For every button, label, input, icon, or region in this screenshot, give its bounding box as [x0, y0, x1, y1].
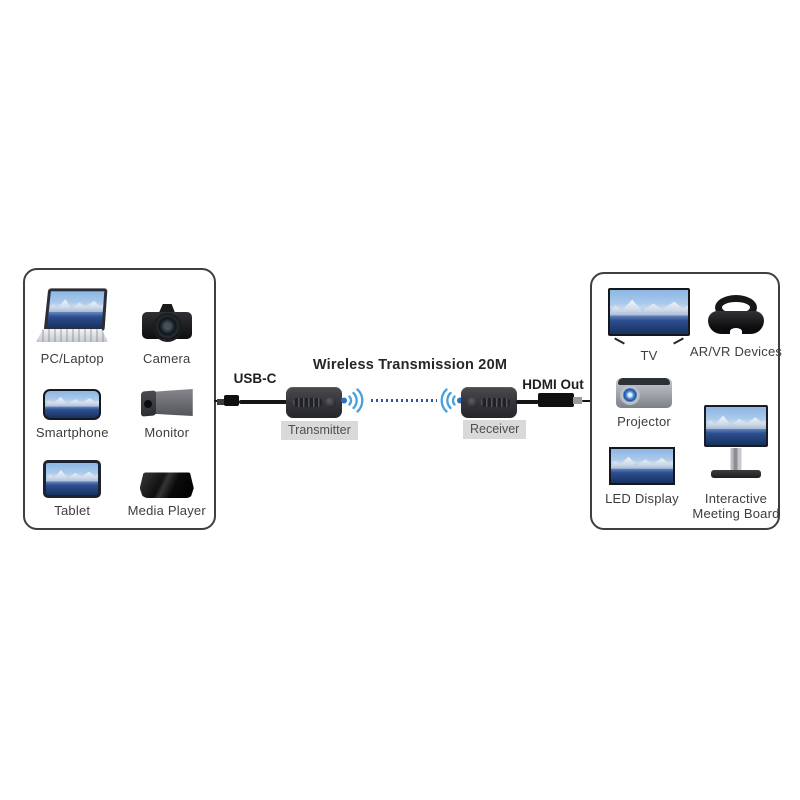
device-pc-laptop: PC/Laptop	[25, 272, 120, 366]
device-ar-vr: AR/VR Devices	[690, 295, 782, 359]
transmitter-device-icon	[286, 387, 342, 418]
device-label: AR/VR Devices	[689, 344, 783, 359]
device-label: TV	[640, 348, 658, 363]
media-player-icon	[139, 472, 194, 498]
device-label: Projector	[617, 414, 671, 429]
device-label: Media Player	[127, 503, 206, 518]
tv-icon	[608, 288, 690, 345]
laptop-icon	[36, 288, 109, 346]
camera-icon	[141, 304, 192, 346]
device-label: Camera	[143, 351, 191, 366]
device-media-player: Media Player	[120, 440, 215, 518]
device-label: Monitor	[144, 425, 190, 440]
device-led-display: LED Display	[600, 447, 684, 506]
device-smartphone: Smartphone	[25, 366, 120, 440]
device-tv: TV	[602, 288, 696, 363]
smartphone-icon	[43, 389, 102, 420]
device-label: PC/Laptop	[40, 351, 104, 366]
transmitter-cable	[239, 400, 287, 404]
hdmi-plug-tip-icon	[573, 397, 582, 404]
device-monitor: Monitor	[120, 366, 215, 440]
device-meeting-board: Interactive Meeting Board	[692, 405, 780, 521]
vr-headset-icon	[706, 295, 766, 338]
device-label: Interactive Meeting Board	[692, 491, 780, 521]
source-devices-panel: PC/Laptop Camera Smartphone Monitor Tabl…	[23, 268, 216, 530]
wireless-dotted-line	[371, 399, 437, 402]
meeting-board-icon	[704, 405, 768, 485]
device-label: LED Display	[605, 491, 679, 506]
device-label: Tablet	[54, 503, 91, 518]
receiver-cable	[516, 400, 539, 404]
monitor-camera-icon	[140, 387, 193, 420]
device-camera: Camera	[120, 272, 215, 366]
led-display-icon	[609, 447, 675, 485]
device-tablet: Tablet	[25, 440, 120, 518]
device-label: Smartphone	[35, 425, 109, 440]
tablet-icon	[43, 460, 102, 498]
hdmi-plug-icon	[538, 393, 574, 407]
receiver-device-icon	[461, 387, 517, 418]
usb-c-plug-tip-icon	[217, 399, 225, 405]
output-devices-panel: TV AR/VR Devices Projector Interactive M…	[590, 272, 782, 530]
projector-icon	[616, 378, 672, 408]
hdmi-out-port-label: HDMI Out	[522, 377, 584, 392]
wireless-transmission-title: Wireless Transmission 20M	[312, 357, 508, 373]
transmitter-tag: Transmitter	[281, 421, 358, 440]
device-projector: Projector	[606, 378, 682, 429]
panel-connector-line	[582, 400, 591, 402]
usb-c-port-label: USB-C	[233, 371, 277, 386]
receiver-tag: Receiver	[463, 420, 527, 439]
usb-c-plug-icon	[224, 395, 239, 406]
wireless-signal-tx-icon	[341, 388, 364, 413]
